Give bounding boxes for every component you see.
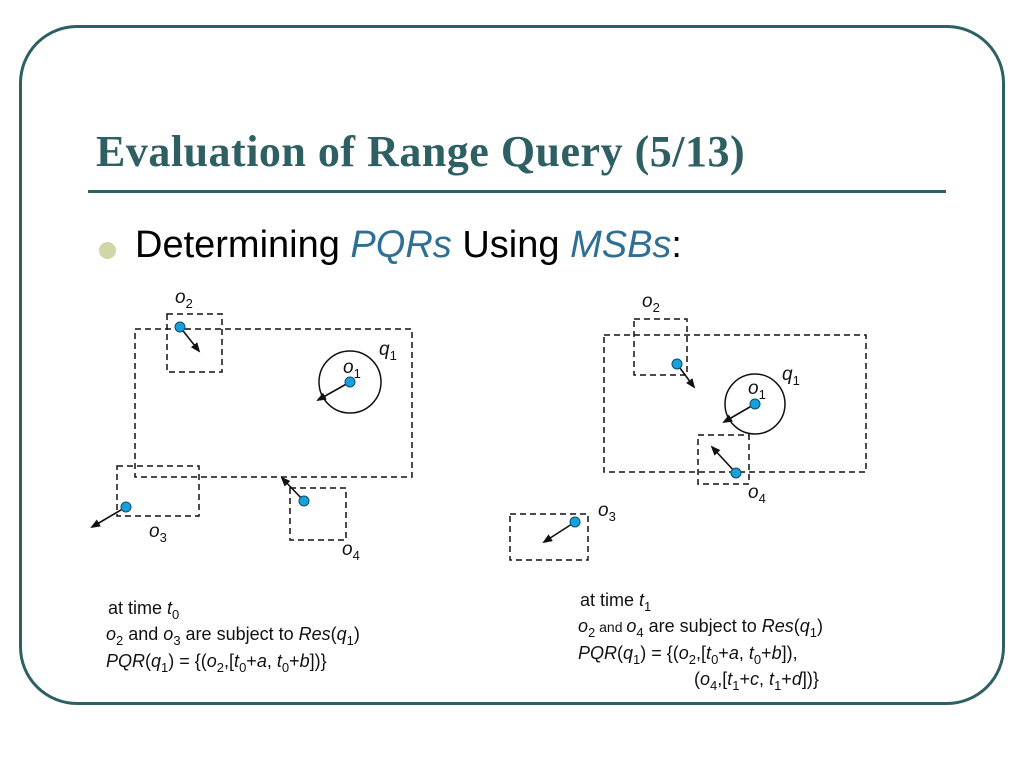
left-o1-range-circle [318,350,382,414]
right-label-q1: q1 [782,364,800,388]
right-diagram: o2 o1 q1 o4 o3 at time t1 o2 and o4 are … [509,291,867,693]
right-o3-point [569,516,581,528]
right-caption-line3: PQR(q1) = {(o2,[t0+a, t0+b]), [578,643,798,667]
bullet-dot-icon [99,242,116,259]
left-label-o2: o2 [175,287,193,311]
right-o2-box [633,318,688,376]
right-o4-velocity-arrow [710,445,737,474]
left-o4-point [298,495,310,507]
left-label-q1: q1 [379,339,397,363]
right-caption-line4: (o4,[t1+c, t1+d])} [694,669,819,693]
right-o3-velocity-arrow [542,521,576,544]
bullet-term-msbs: MSBs [570,224,672,266]
left-o1-point [344,376,356,388]
left-o3-velocity-arrow [90,506,127,529]
right-o1-velocity-arrow [722,403,756,424]
left-o2-point [174,321,186,333]
right-label-o2: o2 [642,291,660,315]
left-label-o3: o3 [149,521,167,545]
left-label-o4: o4 [342,539,360,563]
right-label-o1: o1 [748,378,766,402]
right-label-o4: o4 [748,482,766,506]
left-caption-line1: at time t0 [108,598,179,622]
left-query-region-q1 [134,328,413,478]
left-caption-line3: PQR(q1) = {(o2,[t0+a, t0+b])} [106,651,327,675]
left-o1-velocity-arrow [316,381,351,401]
left-o4-box [289,487,347,541]
left-o2-box [166,313,223,373]
right-query-region-q1 [603,334,867,473]
bullet-text: Determining PQRs Using MSBs: [135,224,682,267]
left-o3-point [120,501,132,513]
left-diagram: o2 o1 q1 o3 o4 at time t0 o2 and o3 are … [90,287,413,675]
right-caption-line1: at time t1 [580,590,651,614]
right-o4-box [697,434,750,485]
right-o3-box [509,513,589,561]
bullet-prefix: Determining [135,224,351,266]
left-o3-box [116,465,200,517]
bullet-term-pqrs: PQRs [350,224,452,266]
right-o1-range-circle [724,373,786,435]
left-label-o1: o1 [343,357,361,381]
bullet-middle: Using [451,224,571,266]
right-o4-point [730,467,742,479]
title-underline [88,190,946,193]
slide-title: Evaluation of Range Query (5/13) [96,127,746,176]
right-label-o3: o3 [598,500,616,524]
left-caption-line2: o2 and o3 are subject to Res(q1) [106,624,360,648]
right-o1-point [749,398,761,410]
bullet-suffix: : [671,224,682,266]
slide-frame [19,25,1005,705]
right-caption-line2: o2 and o4 are subject to Res(q1) [578,616,823,640]
right-o2-point [671,358,683,370]
